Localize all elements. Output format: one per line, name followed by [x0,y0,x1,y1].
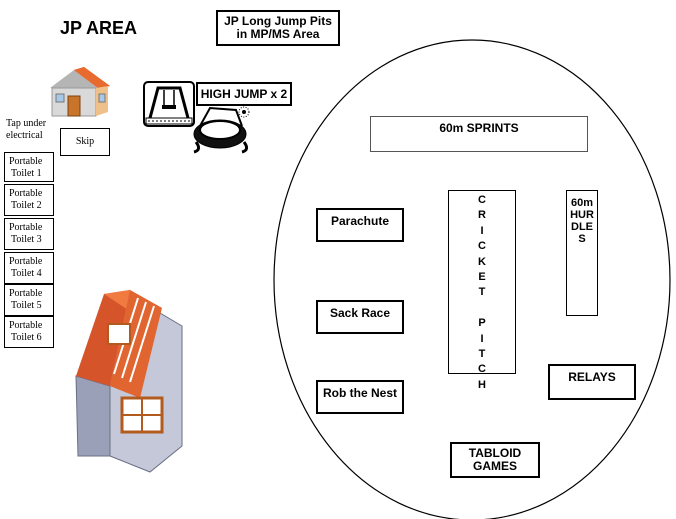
toilet-3: Portable Toilet 3 [4,218,54,250]
rob-the-nest-label: Rob the Nest [322,386,397,400]
toilet-3-line2: Toilet 3 [11,234,42,245]
toilet-2: Portable Toilet 2 [4,184,54,216]
skip-box: Skip [60,128,110,156]
toilet-4-line1: Portable [9,256,43,267]
toilet-6-line2: Toilet 6 [11,332,42,343]
toilet-4: Portable Toilet 4 [4,252,54,284]
long-jump-text: JP Long Jump Pits in MP/MS Area [224,14,332,41]
trampoline-icon [193,106,250,154]
toilet-2-line1: Portable [9,188,43,199]
toilet-3-line1: Portable [9,222,43,233]
hurdles-lane: 60m HUR DLE S [566,190,598,316]
sprints-label: 60m SPRINTS [439,121,519,135]
toilet-2-line2: Toilet 2 [11,200,42,211]
house-icon [50,67,110,117]
cricket-pitch-label: C R I C K E T P I T C H [478,194,486,391]
relays-box: RELAYS [548,364,636,400]
toilet-1-line1: Portable [9,156,43,167]
long-jump-label: JP Long Jump Pits in MP/MS Area [216,10,340,46]
hurdles-label: 60m HUR DLE S [570,197,594,245]
building-icon [75,290,183,473]
sack-race-box: Sack Race [316,300,404,334]
rob-the-nest-box: Rob the Nest [316,380,404,414]
sack-race-label: Sack Race [329,306,391,320]
parachute-label: Parachute [330,214,390,228]
toilet-5-line2: Toilet 5 [11,300,42,311]
area-title: JP AREA [60,18,138,38]
high-jump-label: HIGH JUMP x 2 [200,87,288,101]
tabloid-games-label: TABLOID GAMES [468,446,522,473]
toilet-4-line2: Toilet 4 [11,268,42,279]
toilet-6-line1: Portable [9,320,43,331]
relays-label: RELAYS [568,370,616,384]
skip-label: Skip [75,136,95,147]
high-jump-box: HIGH JUMP x 2 [196,82,292,106]
sprints-lane: 60m SPRINTS [370,116,588,152]
toilet-5: Portable Toilet 5 [4,284,54,316]
cricket-pitch: C R I C K E T P I T C H [448,190,516,391]
tap-label: Tap under electrical [6,118,47,141]
toilet-6: Portable Toilet 6 [4,316,54,348]
toilet-5-line1: Portable [9,288,43,299]
parachute-box: Parachute [316,208,404,242]
swing-icon [143,81,195,127]
tabloid-games-box: TABLOID GAMES [450,442,540,478]
toilet-1-line2: Toilet 1 [11,168,42,179]
toilet-1: Portable Toilet 1 [4,152,54,182]
